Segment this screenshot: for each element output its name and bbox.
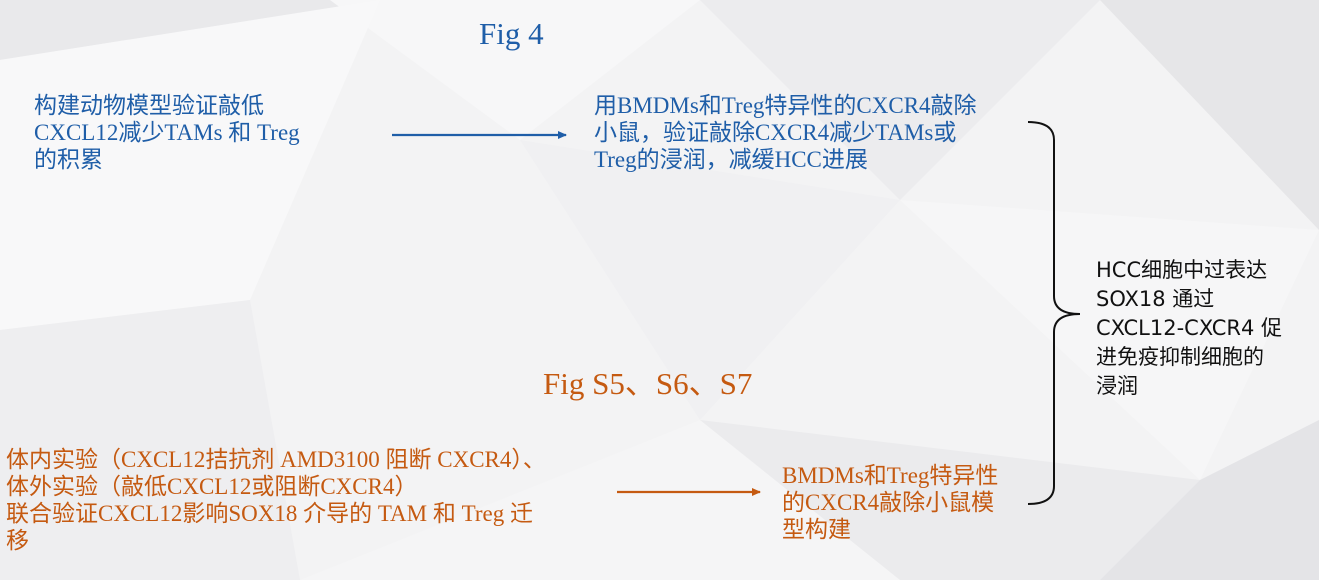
figS-title: Fig S5、S6、S7: [543, 366, 753, 401]
figS-left-text: 体内实验（CXCL12拮抗剂 AMD3100 阻断 CXCR4）、 体外实验（敲…: [6, 447, 546, 553]
conclusion-text: HCC细胞中过表达 SOX18 通过 CXCL12-CXCR4 促 进免疫抑制细…: [1096, 258, 1282, 398]
fig4-right-text: 用BMDMs和Treg特异性的CXCR4敲除 小鼠，验证敲除CXCR4减少TAM…: [594, 93, 977, 172]
figS-right-text: BMDMs和Treg特异性 的CXCR4敲除小鼠模 型构建: [782, 463, 999, 542]
fig4-left-text: 构建动物模型验证敲低 CXCL12减少TAMs 和 Treg 的积累: [34, 93, 300, 172]
fig4-title: Fig 4: [479, 16, 544, 51]
